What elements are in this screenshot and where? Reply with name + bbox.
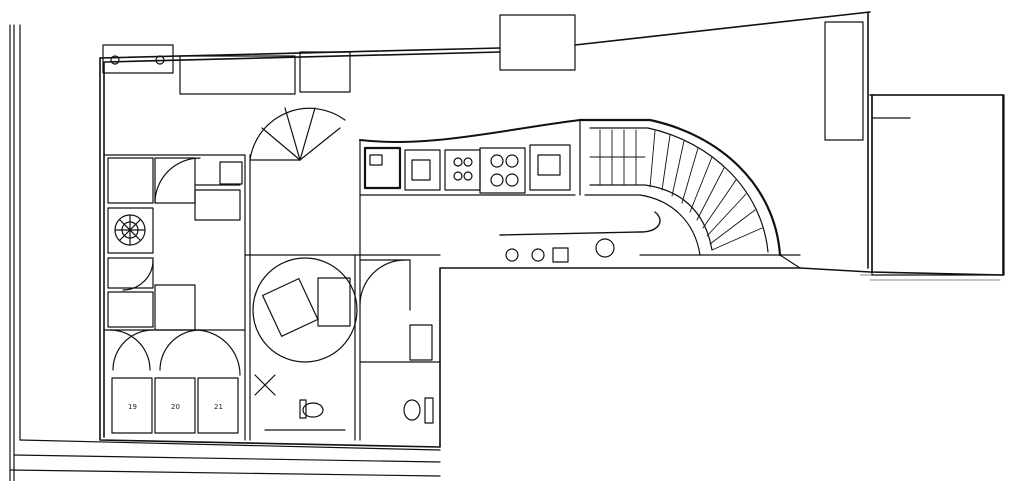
kitchen-counter bbox=[359, 119, 581, 256]
top-window-bays bbox=[102, 14, 864, 141]
serving-counter bbox=[499, 211, 661, 263]
bar-seating bbox=[589, 129, 763, 251]
cabinet-label-2: 20 bbox=[171, 403, 180, 411]
outer-wall bbox=[99, 11, 1004, 448]
curved-bar bbox=[578, 118, 801, 269]
cabinet-label-3: 21 bbox=[214, 403, 223, 411]
lockers bbox=[111, 377, 239, 434]
cabinet-label-1: 19 bbox=[128, 403, 137, 411]
left-boundary-wall bbox=[9, 24, 441, 481]
accessible-bathroom bbox=[252, 257, 358, 431]
left-rooms bbox=[103, 154, 251, 441]
right-annex bbox=[871, 94, 1005, 276]
second-bathroom bbox=[359, 259, 441, 424]
central-partition bbox=[194, 161, 441, 441]
spiral-staircase bbox=[249, 107, 346, 161]
dimension-line bbox=[859, 274, 1001, 281]
